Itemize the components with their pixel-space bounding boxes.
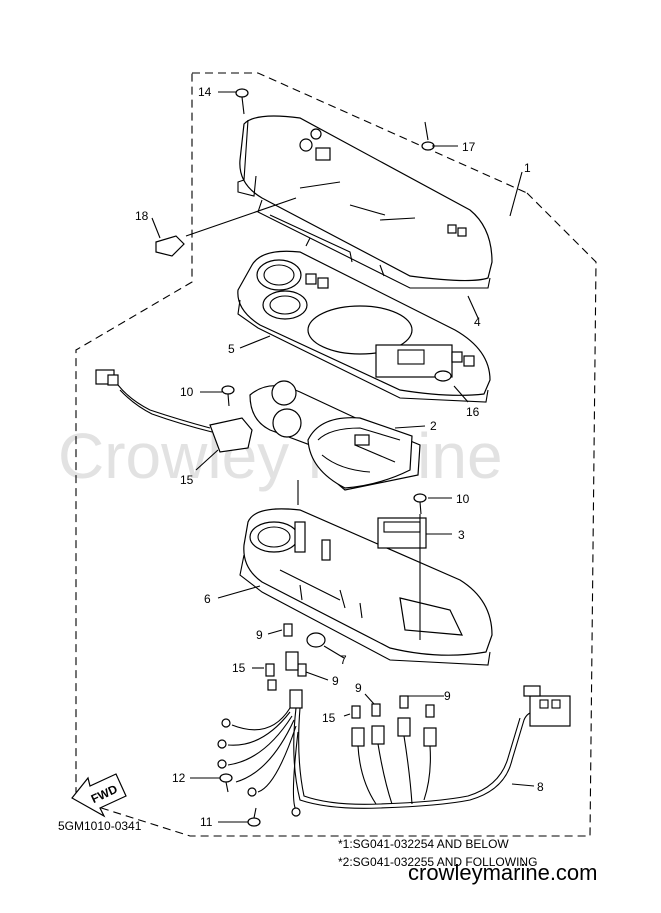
part-5-bezel bbox=[237, 250, 491, 403]
drawing-code: 5GM1010-0341 bbox=[58, 819, 142, 833]
callout-13: 14 bbox=[198, 85, 212, 99]
callout-18: 18 bbox=[135, 209, 149, 223]
part-7-cap bbox=[306, 632, 326, 648]
callout-14: 15 bbox=[180, 473, 194, 487]
callout-7: 7 bbox=[340, 653, 347, 667]
screw-17-icon bbox=[421, 121, 435, 151]
screw-10-upper-icon bbox=[221, 385, 235, 407]
part-6-lower-housing bbox=[239, 508, 493, 666]
leader-lines bbox=[151, 91, 535, 823]
callout-8: 8 bbox=[537, 780, 544, 794]
callout-4: 4 bbox=[474, 315, 481, 329]
callout-15-a: 15 bbox=[232, 661, 246, 675]
callout-10-lower: 10 bbox=[456, 492, 470, 506]
callout-17: 17 bbox=[462, 140, 476, 154]
screw-10-lower-icon bbox=[413, 493, 427, 515]
screw-12-icon bbox=[219, 773, 233, 793]
callout-15-b: 15 bbox=[322, 711, 336, 725]
callout-11: 11 bbox=[200, 815, 213, 829]
screw-11-icon bbox=[247, 807, 261, 827]
part-3 bbox=[377, 517, 427, 549]
note-2: *2:SG041-032255 AND FOLLOWING bbox=[338, 855, 537, 869]
callout-10-upper: 10 bbox=[180, 385, 194, 399]
note-1: *1:SG041-032254 AND BELOW bbox=[338, 837, 509, 851]
screw-13-icon bbox=[235, 88, 249, 115]
callout-9-a: 9 bbox=[256, 628, 263, 642]
site-url: crowleymarine.com bbox=[408, 860, 598, 885]
callout-5: 5 bbox=[228, 342, 235, 356]
callout-1: 1 bbox=[524, 161, 531, 175]
callout-9-b: 9 bbox=[332, 674, 339, 688]
fwd-arrow-icon: FWD bbox=[71, 773, 127, 818]
callout-12: 12 bbox=[172, 771, 186, 785]
part-8-wire-harness bbox=[217, 685, 571, 817]
part-18-clip bbox=[155, 235, 185, 257]
callout-16: 16 bbox=[466, 405, 480, 419]
callout-9-d: 9 bbox=[444, 689, 451, 703]
assembly-boundary bbox=[75, 72, 597, 837]
part-14-connector bbox=[95, 369, 253, 453]
part-2-meter bbox=[249, 380, 421, 491]
callout-2: 2 bbox=[430, 419, 437, 433]
callout-9-c: 9 bbox=[355, 681, 362, 695]
callout-6: 6 bbox=[204, 592, 211, 606]
callout-3: 3 bbox=[458, 528, 465, 542]
part-4-upper-case bbox=[237, 115, 493, 289]
